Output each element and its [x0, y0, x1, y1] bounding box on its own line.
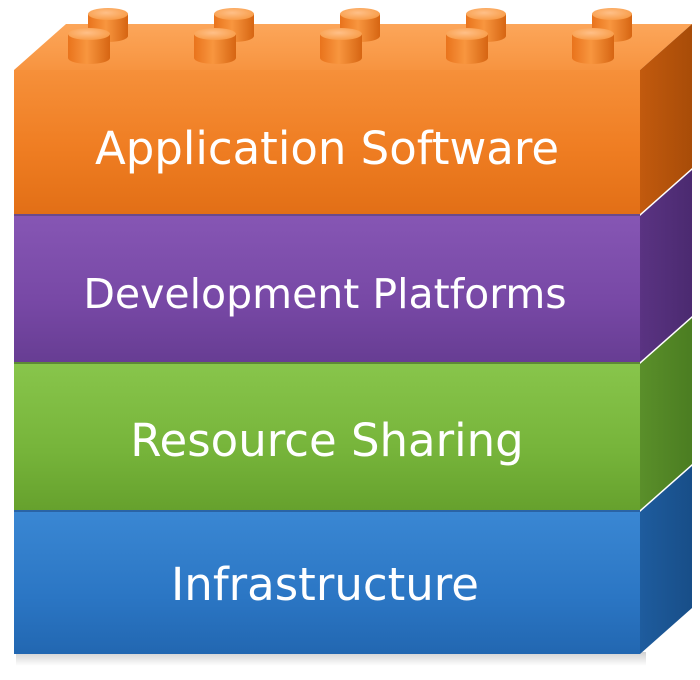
purple-front-face	[14, 216, 640, 362]
layer-label-resource-sharing: Resource Sharing	[130, 414, 523, 467]
layer-resource-sharing: Resource Sharing	[14, 318, 692, 510]
ground-shadow	[16, 652, 646, 666]
green-front-face	[14, 364, 640, 510]
green-side-face	[640, 318, 692, 510]
stud	[88, 8, 128, 42]
stud	[572, 28, 614, 64]
layer-application-software: Application Software	[14, 24, 692, 214]
layer-label-infrastructure: Infrastructure	[171, 558, 479, 611]
purple-side-face	[640, 170, 692, 362]
orange-front-face	[14, 70, 640, 214]
stud	[320, 28, 362, 64]
layer-infrastructure: Infrastructure	[14, 466, 692, 654]
blue-front-face	[14, 512, 640, 654]
orange-side-face	[640, 24, 692, 214]
layer-label-application-software: Application Software	[95, 122, 559, 175]
stud	[68, 28, 110, 64]
layer-development-platforms: Development Platforms	[14, 170, 692, 362]
blue-side-face	[640, 466, 692, 654]
stud	[446, 28, 488, 64]
stud	[194, 28, 236, 64]
layer-label-development-platforms: Development Platforms	[83, 270, 566, 318]
